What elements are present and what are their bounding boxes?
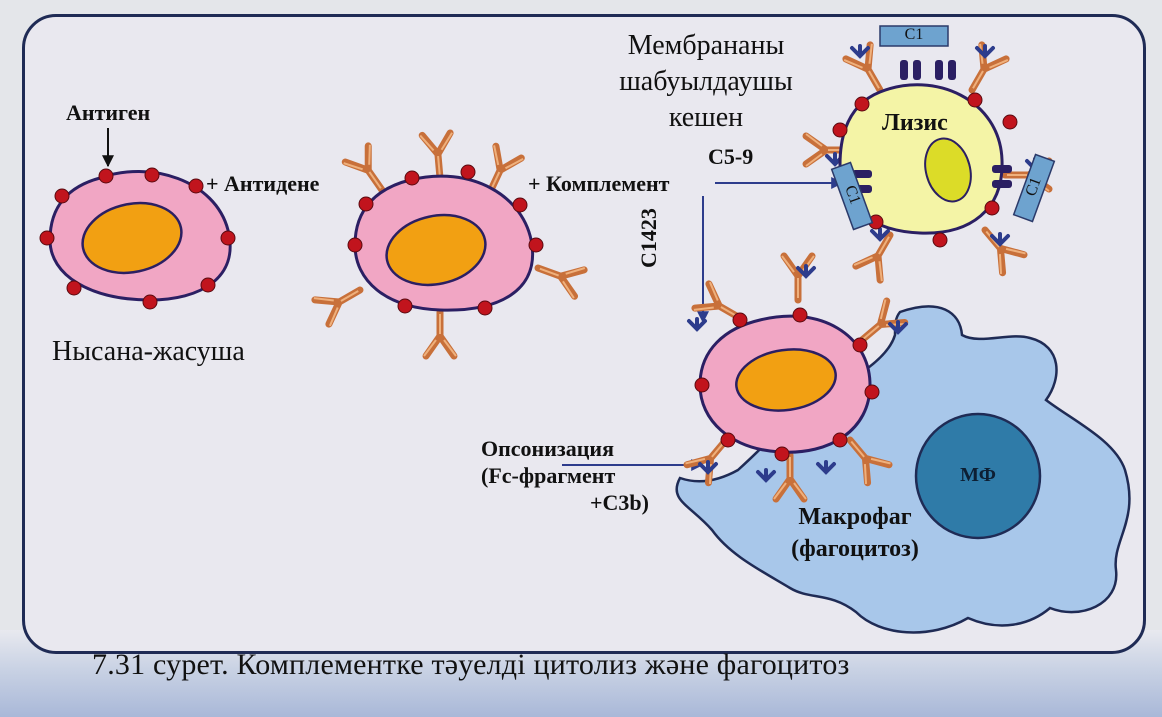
lysis-label: Лизис [882,110,948,136]
target-cell [39,167,236,310]
macrophage-label-line1: Макрофаг [798,504,912,530]
plus-complement-label: + Комплемент [528,171,670,196]
mf-label: МФ [960,464,996,486]
c1423-label: C1423 [636,208,661,268]
mf-nucleus [914,412,1042,540]
c1-label-top: C1 [904,26,924,43]
opsonization-label-line2: (Fc-фрагмент [481,463,616,488]
mac-label-line1: Мембрананы [627,30,785,61]
figure-caption: 7.31 сурет. Комплементке тәуелді цитолиз… [92,648,850,681]
mac-label-line3: кешен [668,102,744,133]
opsonized-nucleus [735,348,837,412]
opsonization-label-line3: +C3b) [590,490,649,515]
c1-boxes [830,25,1056,231]
target-cell-label: Нысана-жасуша [52,336,245,367]
antigen-label: Антиген [66,100,151,125]
antibody-cell-nucleus [385,213,487,287]
antigen-dots [39,167,236,310]
antibody-coated-cell [314,133,585,356]
mac-label-line2: шабуылдаушы [619,66,793,97]
opsonization-label-line1: Опсонизация [481,436,614,461]
opsonized-cell [685,256,906,499]
target-cell-nucleus [81,201,183,275]
macrophage-label-line2: (фагоцитоз) [791,536,919,562]
c59-label: C5-9 [708,144,754,169]
lysis-nucleus [924,137,972,203]
lysis-cell [806,25,1056,281]
plus-antibody-label: + Антидене [206,171,320,196]
